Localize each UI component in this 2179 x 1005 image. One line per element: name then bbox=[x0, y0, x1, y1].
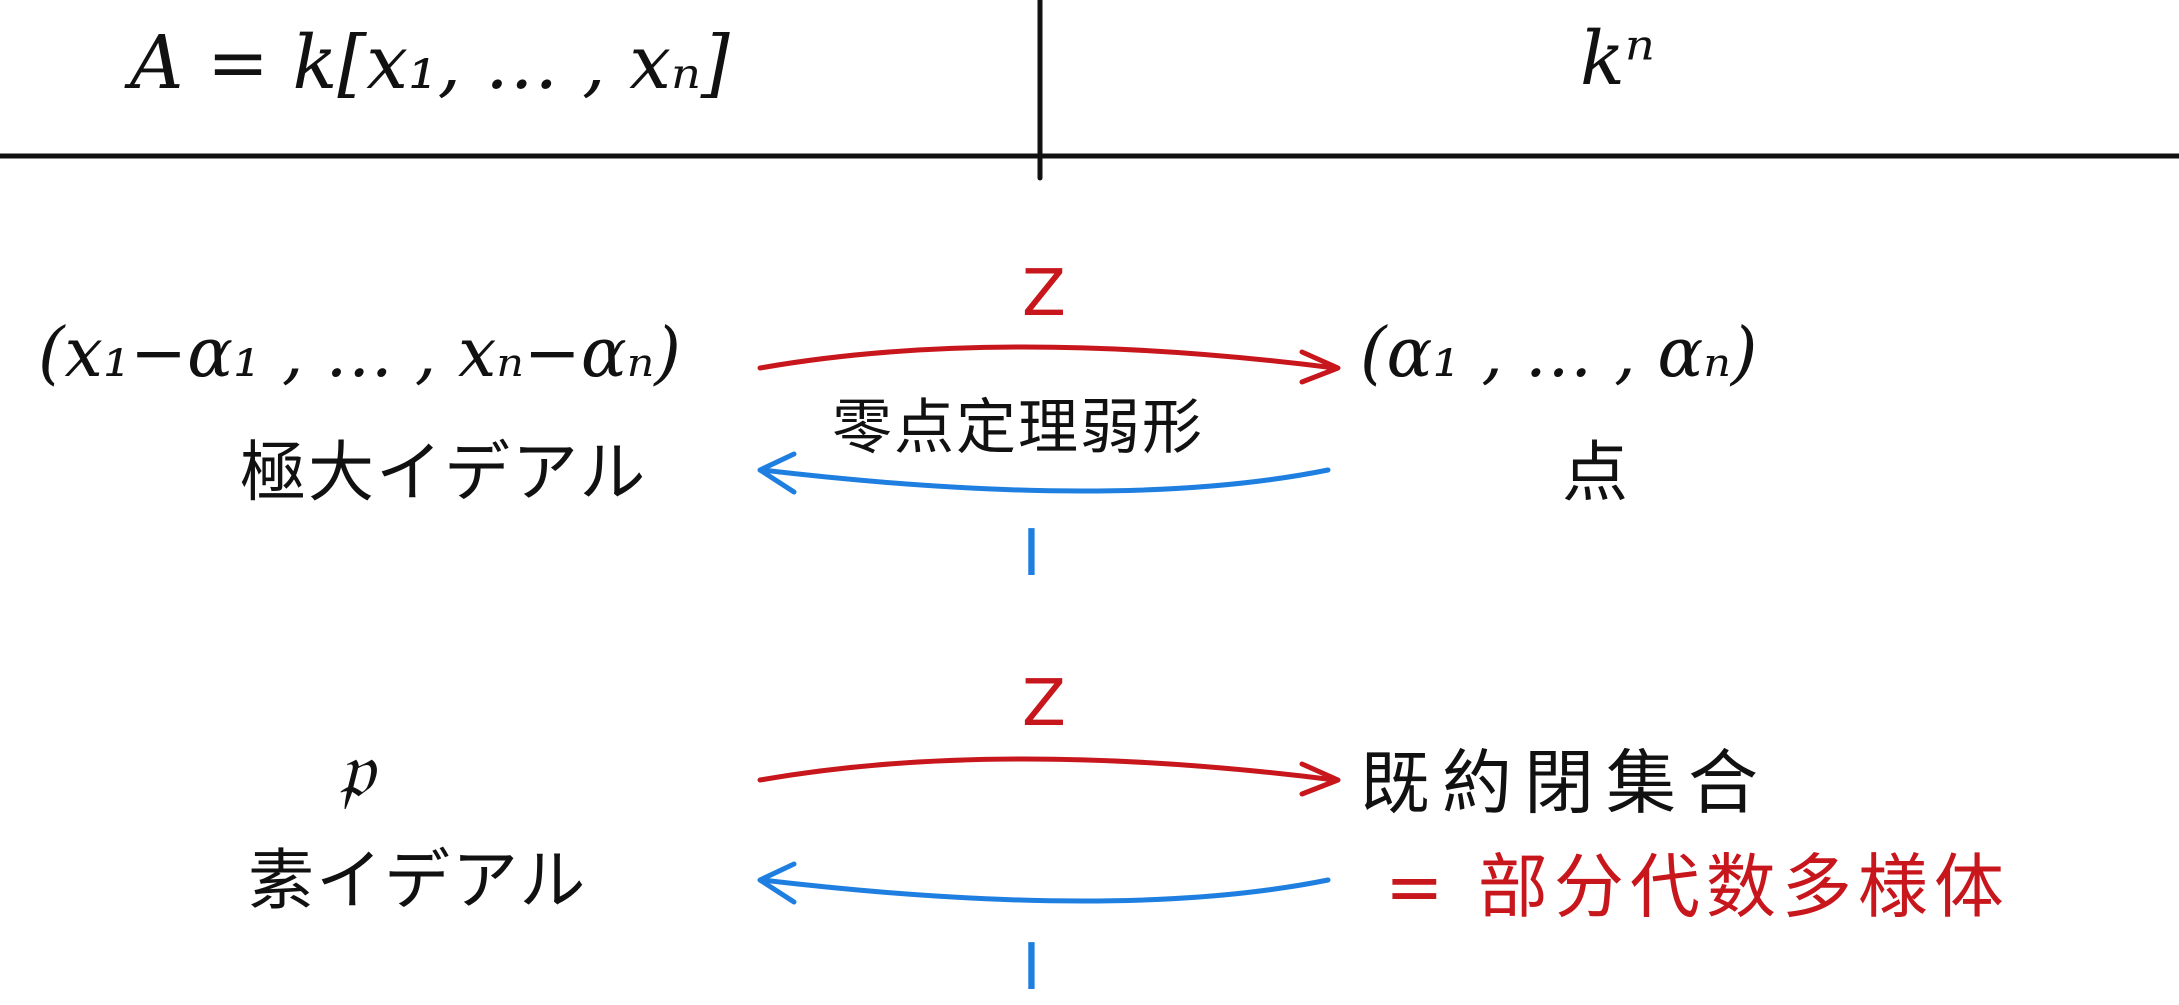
irreducible-closed-set-label: 既約閉集合 bbox=[1360, 742, 1770, 824]
ideal-arrowhead-row1 bbox=[757, 451, 797, 495]
header-ring: A = k[x₁, … , xₙ] bbox=[130, 20, 730, 106]
ideal-label-row2: I bbox=[1022, 931, 1041, 1005]
prime-ideal-symbol: 𝔭 bbox=[338, 726, 374, 816]
zeros-arrowhead-row2 bbox=[1299, 761, 1341, 797]
zeros-arrow-row2 bbox=[757, 756, 1338, 783]
weak-nullstellensatz-label: 零点定理弱形 bbox=[832, 393, 1204, 463]
zeros-label-row2: Z bbox=[1022, 667, 1066, 741]
ideal-arrowhead-row2 bbox=[757, 861, 797, 905]
zeros-arrowhead-row1 bbox=[1299, 349, 1341, 385]
ideal-arrow-row1 bbox=[759, 467, 1331, 494]
header-affine-space: kⁿ bbox=[1580, 16, 1655, 102]
ideal-label-row1: I bbox=[1022, 517, 1041, 591]
zeros-arrow-row1 bbox=[757, 344, 1338, 371]
subvariety-note: = 部分代数多様体 bbox=[1385, 846, 2010, 928]
point-label: 点 bbox=[1562, 434, 1630, 511]
point-coordinates: (α₁ , … , αₙ) bbox=[1360, 314, 1758, 393]
maximal-ideal-expression: (x₁−α₁ , … , xₙ−αₙ) bbox=[38, 314, 681, 393]
ideal-arrow-row2 bbox=[759, 877, 1331, 904]
prime-ideal-label: 素イデアル bbox=[248, 842, 588, 919]
maximal-ideal-label: 極大イデアル bbox=[240, 434, 648, 511]
zeros-label-row1: Z bbox=[1022, 257, 1066, 331]
